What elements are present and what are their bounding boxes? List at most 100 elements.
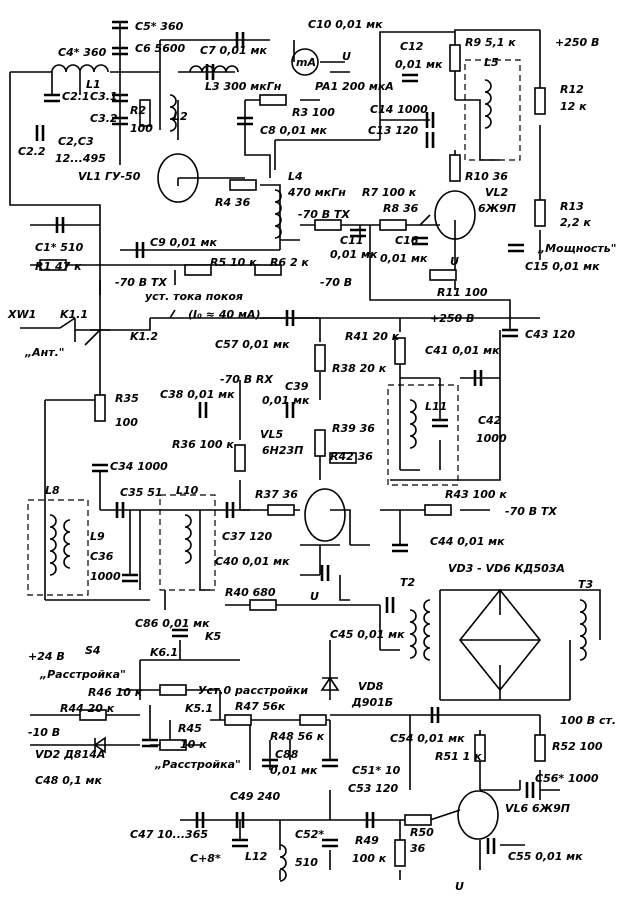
capacitor-c49 bbox=[235, 812, 245, 828]
label-vd8: VD8 bbox=[358, 680, 384, 693]
resistor-r3 bbox=[259, 94, 287, 106]
label-supply-70tx2: -70 В ТХ bbox=[115, 276, 167, 289]
capacitor-c21 bbox=[44, 93, 60, 103]
label-r2-value: 100 bbox=[130, 122, 153, 135]
label-r9: R9 5,1 к bbox=[465, 36, 516, 49]
capacitor-c8 bbox=[237, 116, 253, 126]
label-c55: C55 0,01 мк bbox=[508, 850, 583, 863]
label-s4: S4 bbox=[85, 644, 101, 657]
capacitor-c46 bbox=[232, 838, 248, 848]
label-c47: C47 10...365 bbox=[130, 828, 208, 841]
label-r37: R37 36 bbox=[255, 488, 298, 501]
label-r11: R11 100 bbox=[437, 286, 488, 299]
inductor-l9 bbox=[63, 519, 71, 569]
meter-pa1 bbox=[291, 48, 319, 76]
capacitor-c37 bbox=[225, 502, 235, 518]
label-vl5: VL5 bbox=[260, 428, 284, 441]
label-r36: R36 100 к bbox=[172, 438, 234, 451]
capacitor-c52 bbox=[322, 838, 338, 848]
inductor-l12 bbox=[279, 844, 287, 882]
label-vl2-value: 6Ж9П bbox=[478, 202, 516, 215]
active-devices bbox=[93, 48, 542, 840]
capacitor-c10 bbox=[235, 32, 245, 48]
capacitor-c88 bbox=[262, 758, 278, 768]
label-rastroika-1: „Расстройка" bbox=[39, 668, 126, 681]
inductor-t3-primary bbox=[423, 599, 431, 661]
label-uh: U bbox=[450, 255, 459, 268]
diode-vd8 bbox=[320, 676, 340, 691]
label-r50-value: 36 bbox=[410, 842, 426, 855]
label-c2c3: C2,C3 bbox=[58, 135, 94, 148]
resistor-r35 bbox=[94, 394, 106, 422]
label-supply-70rx: -70 В RX bbox=[220, 373, 273, 386]
diode-bridge bbox=[458, 588, 542, 692]
resistor-r42 bbox=[329, 452, 357, 464]
label-c7: C7 0,01 мк bbox=[200, 44, 268, 57]
label-k51: K5.1 bbox=[185, 702, 213, 715]
label-vl2: VL2 bbox=[485, 186, 509, 199]
label-c21: C2.1 bbox=[62, 90, 90, 103]
label-c9: C9 0,01 мк bbox=[150, 236, 218, 249]
label-c52: C52* bbox=[295, 828, 324, 841]
label-c35: C35 51 bbox=[120, 486, 163, 499]
label-l10: L10 bbox=[176, 484, 199, 497]
label-c22: C2.2 bbox=[18, 145, 46, 158]
label-l12: L12 bbox=[245, 850, 268, 863]
label-l3: L3 300 мкГн bbox=[205, 80, 282, 93]
capacitor-c57 bbox=[285, 310, 295, 326]
label-l9: L9 bbox=[90, 530, 105, 543]
capacitor-c32 bbox=[112, 116, 128, 126]
capacitor-c15 bbox=[508, 243, 524, 253]
label-c15: C15 0,01 мк bbox=[525, 260, 600, 273]
label-c37: C37 120 bbox=[222, 530, 273, 543]
inductor-l10 bbox=[184, 514, 192, 564]
label-supply-70: -70 В bbox=[320, 276, 352, 289]
label-c6: C6 5600 bbox=[135, 42, 186, 55]
label-supply-100: 100 В ст. bbox=[560, 714, 616, 727]
resistor-r44 bbox=[79, 709, 107, 721]
label-k11: K1.1 bbox=[60, 308, 88, 321]
capacitor-c34 bbox=[92, 463, 108, 473]
label-l4-value: 470 мкГн bbox=[287, 186, 346, 199]
label-c12: C12 bbox=[400, 40, 424, 53]
resistor-r10 bbox=[449, 154, 461, 182]
capacitor-c6 bbox=[112, 46, 128, 56]
label-supply-250b: +250 В bbox=[430, 312, 474, 325]
capacitor-c54 bbox=[430, 707, 440, 723]
label-r42: R42 36 bbox=[330, 450, 373, 463]
label-c16-value: 0,01 мк bbox=[380, 252, 428, 265]
shield-outlines bbox=[27, 59, 521, 596]
label-r13: R13 bbox=[560, 200, 584, 213]
label-c48: C48 0,1 мк bbox=[35, 774, 103, 787]
inductors bbox=[49, 64, 587, 882]
capacitor-c9 bbox=[135, 242, 145, 258]
capacitor-c16 bbox=[412, 236, 428, 246]
label-r6: R6 2 к bbox=[270, 256, 309, 269]
label-c39: C39 bbox=[285, 380, 309, 393]
label-r45-value: 10 к bbox=[180, 738, 207, 751]
label-c11-value: 0,01 мк bbox=[330, 248, 378, 261]
resistor-r5 bbox=[184, 264, 212, 276]
label-c45: C45 0,01 мк bbox=[330, 628, 405, 641]
tube-vl6 bbox=[457, 790, 499, 840]
resistor-r41 bbox=[394, 337, 406, 365]
resistor-r7 bbox=[314, 219, 342, 231]
label-r45: R45 bbox=[178, 722, 202, 735]
label-xw1: XW1 bbox=[7, 308, 36, 321]
label-c42: C42 bbox=[478, 414, 502, 427]
label-l2: L2 bbox=[173, 110, 188, 123]
capacitor-c40 bbox=[320, 565, 330, 581]
wires bbox=[9, 22, 601, 880]
resistor-r36 bbox=[234, 444, 246, 472]
resistor-r6 bbox=[254, 264, 282, 276]
label-ust0: Уст.0 расстройки bbox=[198, 684, 308, 697]
label-c53: C53 120 bbox=[348, 782, 399, 795]
label-r43: R43 100 к bbox=[445, 488, 507, 501]
label-c56: C56* 1000 bbox=[535, 772, 599, 785]
label-c10: C10 0,01 мк bbox=[308, 18, 383, 31]
label-l8: L8 bbox=[45, 484, 60, 497]
resistor-r8 bbox=[379, 219, 407, 231]
label-r1: R1 47 к bbox=[35, 260, 82, 273]
inductor-l2 bbox=[169, 94, 177, 132]
resistor-r49 bbox=[394, 839, 406, 867]
